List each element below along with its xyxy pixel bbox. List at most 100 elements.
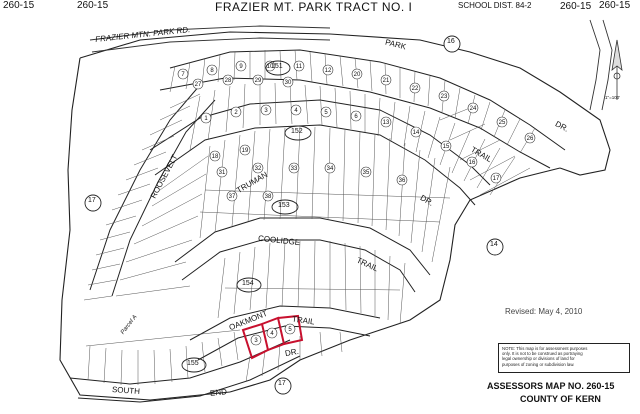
- parcel-number: 36: [399, 178, 406, 184]
- parcel-number: 16: [469, 160, 476, 166]
- parcel-number: 35: [363, 170, 370, 176]
- coolidge-trail: [174, 217, 431, 293]
- parcel-circle: [239, 144, 251, 156]
- section-number-16: 16: [447, 38, 455, 45]
- parcel-circle: [380, 116, 392, 128]
- parcel-circle: [222, 74, 234, 86]
- parcel-number: 21: [383, 78, 390, 84]
- parcel-number: 20: [354, 72, 361, 78]
- corner-label-top-right: 260-15: [599, 0, 631, 11]
- parcel-number: 27: [195, 82, 202, 88]
- road-label-end: END: [209, 387, 228, 398]
- parcel-number: 7: [181, 72, 185, 78]
- parcel-number: 33: [291, 166, 298, 172]
- parcel-circle: [320, 106, 332, 118]
- parcel-number: 4: [294, 108, 298, 114]
- parcel-number: 14: [413, 130, 420, 136]
- page-151: 151: [271, 63, 283, 70]
- parcel-circle: [324, 162, 336, 174]
- parcel-circle: [380, 74, 392, 86]
- section-number-14: 14: [490, 241, 498, 248]
- corner-label-top-left-2: 260-15: [77, 0, 109, 11]
- parcel-circle: [360, 166, 372, 178]
- parcel-circle: [409, 82, 421, 94]
- parcel-number: 11: [296, 64, 303, 70]
- parcel-number: 8: [210, 68, 214, 74]
- parcel-circle: [293, 60, 305, 72]
- parcel-number: 26: [527, 136, 534, 142]
- section-circles: [84, 35, 504, 395]
- parcel-number: 37: [229, 194, 236, 200]
- parcel-circle: [216, 166, 228, 178]
- parcel-number: 12: [325, 68, 332, 74]
- parcel-number: 30: [285, 80, 292, 86]
- oakmont-trail-dr: [189, 305, 381, 361]
- parcel-circle: [252, 162, 264, 174]
- roosevelt-rd: [89, 84, 216, 297]
- parcel-number: 3: [264, 108, 268, 114]
- parcel-number: 13: [383, 120, 390, 126]
- parcel-number: 3: [254, 338, 258, 344]
- parcel-circle: [288, 162, 300, 174]
- parcel-number: 1: [204, 116, 208, 122]
- parcel-number: 10: [267, 64, 274, 70]
- parcel-circle: [396, 174, 408, 186]
- parcel-number: 38: [265, 194, 272, 200]
- parcel-circle: [284, 323, 296, 335]
- revised-date: Revised: May 4, 2010: [505, 307, 583, 316]
- parcel-circle: [230, 106, 242, 118]
- parcel-number: 17: [493, 176, 500, 182]
- school-district: SCHOOL DIST. 84-2: [458, 1, 532, 10]
- corner-label-top-right-2: 260-15: [560, 1, 592, 12]
- parcel-number: 29: [255, 78, 262, 84]
- parcel-circle: [322, 64, 334, 76]
- north-arrow-icon: [611, 39, 623, 100]
- road-label-south: SOUTH: [111, 385, 141, 396]
- assessor-map-number: ASSESSORS MAP NO. 260-15: [487, 381, 615, 391]
- east-road: [589, 19, 613, 111]
- corner-label-top-left: 260-15: [3, 0, 35, 11]
- parcel-number: 4: [270, 331, 274, 337]
- parcel-number: 24: [470, 106, 477, 112]
- parcel-circle: [235, 60, 247, 72]
- disclaimer-line-2: only. It is not to be construed as portr…: [502, 351, 583, 357]
- disclaimer-line-1: NOTE: This map is for assessment purpose…: [502, 346, 588, 351]
- parcel-circle: [226, 190, 238, 202]
- parcel-circle: [264, 60, 276, 72]
- parcel-number: 2: [234, 110, 238, 116]
- parcel-circle: [266, 327, 278, 339]
- page-155: 155: [187, 360, 199, 367]
- parcel-circle: [260, 104, 272, 116]
- parcel-number: 31: [219, 170, 226, 176]
- parcel-circle: [200, 112, 212, 124]
- parcel-circle: [250, 334, 262, 346]
- parcel-circle: [410, 126, 422, 138]
- parcel-number: 28: [225, 78, 232, 84]
- parcel-circle: [440, 140, 452, 152]
- page-154: 154: [242, 280, 254, 287]
- parcel-circle: [490, 172, 502, 184]
- park-trail-dr: [159, 49, 566, 169]
- frazier-mtn-park-rd: [89, 25, 331, 53]
- parcel-number: 15: [443, 144, 450, 150]
- parcel-circle: [466, 156, 478, 168]
- parcel-number: 32: [255, 166, 262, 172]
- parcel-number: 6: [354, 114, 358, 120]
- highlighted-parcels: [241, 314, 304, 360]
- parcel-number: 19: [242, 148, 249, 154]
- scale-label: 1"=100': [605, 95, 621, 100]
- parcel-circle: [192, 78, 204, 90]
- parcel-circle: [282, 76, 294, 88]
- parcel-number: 34: [327, 166, 334, 172]
- section-number-17-west: 17: [88, 197, 96, 204]
- page-152: 152: [291, 128, 303, 135]
- parcel-number: 25: [499, 120, 506, 126]
- parcel-circle: [262, 190, 274, 202]
- parcel-circle: [524, 132, 536, 144]
- parcel-number: 9: [239, 64, 243, 70]
- parcel-number: 22: [412, 86, 419, 92]
- parcel-circle: [206, 64, 218, 76]
